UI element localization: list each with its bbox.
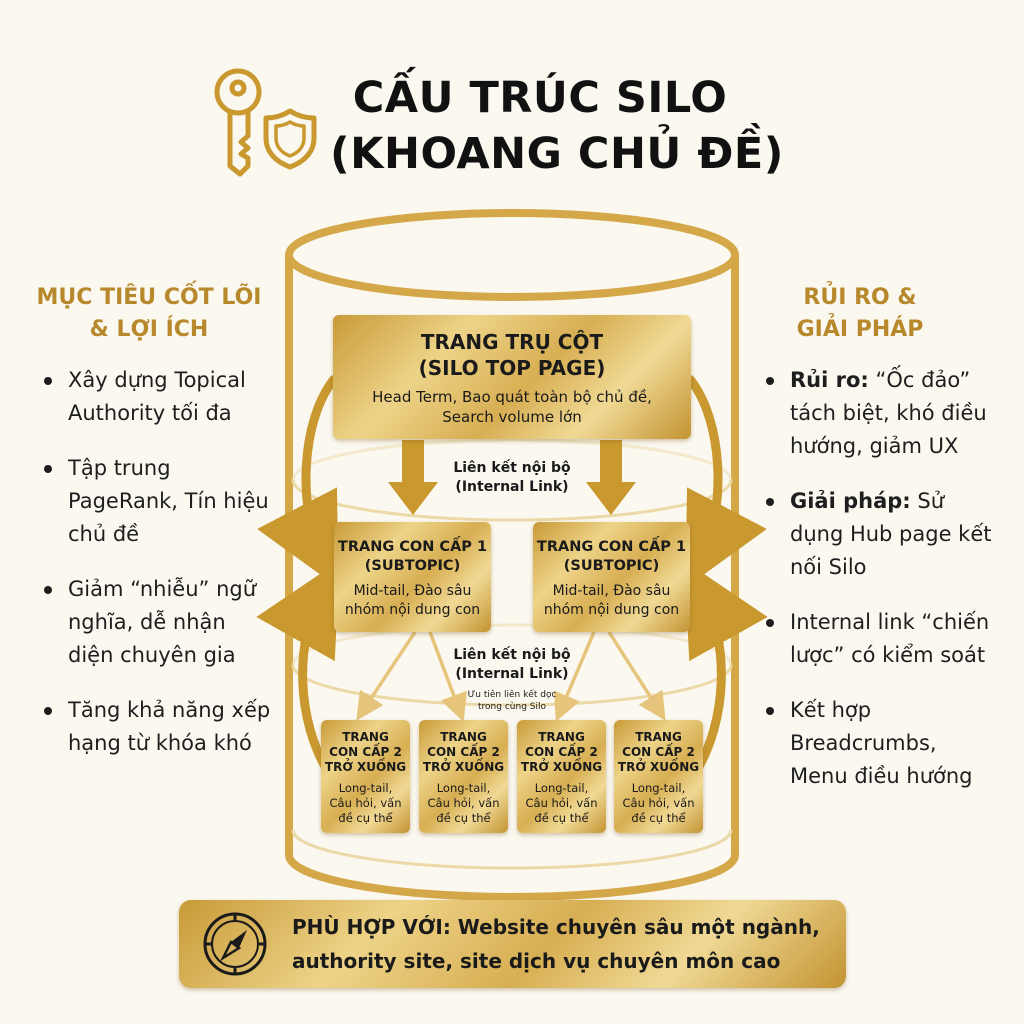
note-line-1: Ưu tiên liên kết dọc	[467, 690, 557, 700]
link-label-1-line-2: (Internal Link)	[455, 479, 569, 495]
leaf-title-3: TRỞ XUỐNG	[617, 760, 700, 774]
leaf-desc-3: đề cụ thể	[338, 811, 393, 825]
subtopic-desc-1: Mid-tail, Đào sâu	[552, 583, 671, 599]
list-item: Rủi ro: “Ốc đảo” tách biệt, khó điều hướ…	[764, 364, 999, 463]
left-panel-list: Xây dựng Topical Authority tối đa Tập tr…	[42, 364, 272, 782]
banner-text: PHÙ HỢP VỚI: Website chuyên sâu một ngàn…	[292, 910, 832, 978]
list-item: Xây dựng Topical Authority tối đa	[42, 364, 272, 430]
subtopic-title-1: TRANG CON CẤP 1	[337, 539, 488, 555]
left-panel-heading: MỤC TIÊU CỐT LÕI & LỢI ÍCH	[20, 282, 278, 346]
left-heading-line-1: MỤC TIÊU CỐT LÕI	[36, 285, 262, 310]
leaf-box-2: TRANG CON CẤP 2 TRỞ XUỐNG Long-tail, Câu…	[419, 720, 508, 833]
list-item: Giải pháp: Sử dụng Hub page kết nối Silo	[764, 485, 999, 584]
leaf-title-2: CON CẤP 2	[622, 745, 695, 759]
shield-icon	[263, 108, 317, 170]
leaf-desc-2: Câu hỏi, vấn	[622, 796, 695, 810]
subtopic-title-2: (SUBTOPIC)	[563, 558, 660, 574]
link-label-2-line-2: (Internal Link)	[455, 666, 569, 682]
leaf-desc-1: Long-tail,	[534, 781, 589, 795]
banner-line-2: authority site, site dịch vụ chuyên môn …	[292, 949, 781, 973]
left-heading-line-2: & LỢI ÍCH	[89, 317, 209, 342]
right-panel-list: Rủi ro: “Ốc đảo” tách biệt, khó điều hướ…	[764, 364, 999, 815]
top-page-desc-2: Search volume lớn	[442, 408, 582, 426]
list-item: Internal link “chiến lược” có kiểm soát	[764, 606, 999, 672]
solution-text: Sử dụng Hub page kết nối Silo	[790, 489, 992, 579]
leaf-title-2: CON CẤP 2	[329, 745, 402, 759]
leaf-box-1: TRANG CON CẤP 2 TRỞ XUỐNG Long-tail, Câu…	[321, 720, 410, 833]
side-curved-arrows	[256, 375, 768, 778]
leaf-desc-3: đề cụ thể	[631, 811, 686, 825]
subtopic-desc-2: nhóm nội dung con	[543, 602, 680, 618]
top-page-title-2: (SILO TOP PAGE)	[418, 356, 606, 380]
leaf-desc-3: đề cụ thể	[436, 811, 491, 825]
leaf-box-4: TRANG CON CẤP 2 TRỞ XUỐNG Long-tail, Câu…	[614, 720, 703, 833]
solution-label: Giải pháp:	[790, 489, 911, 513]
breadcrumbs-text: Kết hợp Breadcrumbs, Menu điều hướng	[790, 698, 973, 788]
internal-link-label-1: Liên kết nội bộ (Internal Link)	[432, 459, 592, 497]
leaf-title-3: TRỞ XUỐNG	[520, 760, 603, 774]
leaf-desc-1: Long-tail,	[631, 781, 686, 795]
subtopic-title-1: TRANG CON CẤP 1	[536, 539, 687, 555]
internal-link-label-2: Liên kết nội bộ (Internal Link)	[432, 646, 592, 684]
subtopic-desc-2: nhóm nội dung con	[344, 602, 481, 618]
list-item: Tập trung PageRank, Tín hiệu chủ đề	[42, 452, 272, 551]
risk-text: “Ốc đảo” tách biệt, khó điều hướng, giảm…	[790, 368, 987, 458]
leaf-desc-1: Long-tail,	[436, 781, 491, 795]
banner-line-1: PHÙ HỢP VỚI: Website chuyên sâu một ngàn…	[292, 915, 820, 939]
subtopic-box-1: TRANG CON CẤP 1 (SUBTOPIC) Mid-tail, Đào…	[334, 522, 491, 632]
leaf-title-3: TRỞ XUỐNG	[422, 760, 505, 774]
key-icon	[214, 68, 262, 177]
subtopic-desc-1: Mid-tail, Đào sâu	[353, 583, 472, 599]
leaf-title-2: CON CẤP 2	[525, 745, 598, 759]
leaf-title-1: TRANG	[635, 730, 682, 744]
suitable-for-banner: PHÙ HỢP VỚI: Website chuyên sâu một ngàn…	[179, 900, 846, 988]
leaf-title-1: TRANG	[342, 730, 389, 744]
leaf-box-3: TRANG CON CẤP 2 TRỞ XUỐNG Long-tail, Câu…	[517, 720, 606, 833]
top-page-title-1: TRANG TRỤ CỘT	[420, 330, 604, 354]
leaf-title-2: CON CẤP 2	[427, 745, 500, 759]
title-line-2: (KHOANG CHỦ ĐỀ)	[330, 129, 784, 179]
list-item: Tăng khả năng xếp hạng từ khóa khó	[42, 694, 272, 760]
leaf-arrows	[356, 631, 666, 722]
leaf-desc-2: Câu hỏi, vấn	[427, 796, 500, 810]
leaf-title-1: TRANG	[538, 730, 585, 744]
right-heading-line-1: RỦI RO &	[803, 285, 917, 310]
leaf-desc-2: Câu hỏi, vấn	[525, 796, 598, 810]
right-heading-line-2: GIẢI PHÁP	[796, 317, 924, 342]
risk-label: Rủi ro:	[790, 368, 869, 392]
compass-icon	[203, 912, 267, 976]
subtopic-box-2: TRANG CON CẤP 1 (SUBTOPIC) Mid-tail, Đào…	[533, 522, 690, 632]
leaf-title-3: TRỞ XUỐNG	[324, 760, 407, 774]
note-line-2: trong cùng Silo	[478, 702, 546, 712]
vertical-link-note: Ưu tiên liên kết dọc trong cùng Silo	[432, 689, 592, 713]
leaf-desc-2: Câu hỏi, vấn	[329, 796, 402, 810]
silo-top-page-box: TRANG TRỤ CỘT (SILO TOP PAGE) Head Term,…	[333, 315, 691, 439]
leaf-desc-1: Long-tail,	[338, 781, 393, 795]
list-item: Kết hợp Breadcrumbs, Menu điều hướng	[764, 694, 999, 793]
link-label-2-line-1: Liên kết nội bộ	[453, 647, 571, 663]
page-title: CẤU TRÚC SILO (KHOANG CHỦ ĐỀ)	[330, 70, 784, 182]
leaf-title-1: TRANG	[440, 730, 487, 744]
internal-link-text: Internal link “chiến lược” có kiểm soát	[790, 610, 990, 667]
top-down-arrows	[388, 440, 636, 515]
right-panel-heading: RỦI RO & GIẢI PHÁP	[760, 282, 960, 346]
top-page-desc-1: Head Term, Bao quát toàn bộ chủ đề,	[372, 388, 652, 406]
list-item: Giảm “nhiễu” ngữ nghĩa, dễ nhận diện chu…	[42, 573, 272, 672]
title-line-1: CẤU TRÚC SILO	[352, 73, 728, 123]
subtopic-title-2: (SUBTOPIC)	[364, 558, 461, 574]
leaf-desc-3: đề cụ thể	[534, 811, 589, 825]
link-label-1-line-1: Liên kết nội bộ	[453, 460, 571, 476]
